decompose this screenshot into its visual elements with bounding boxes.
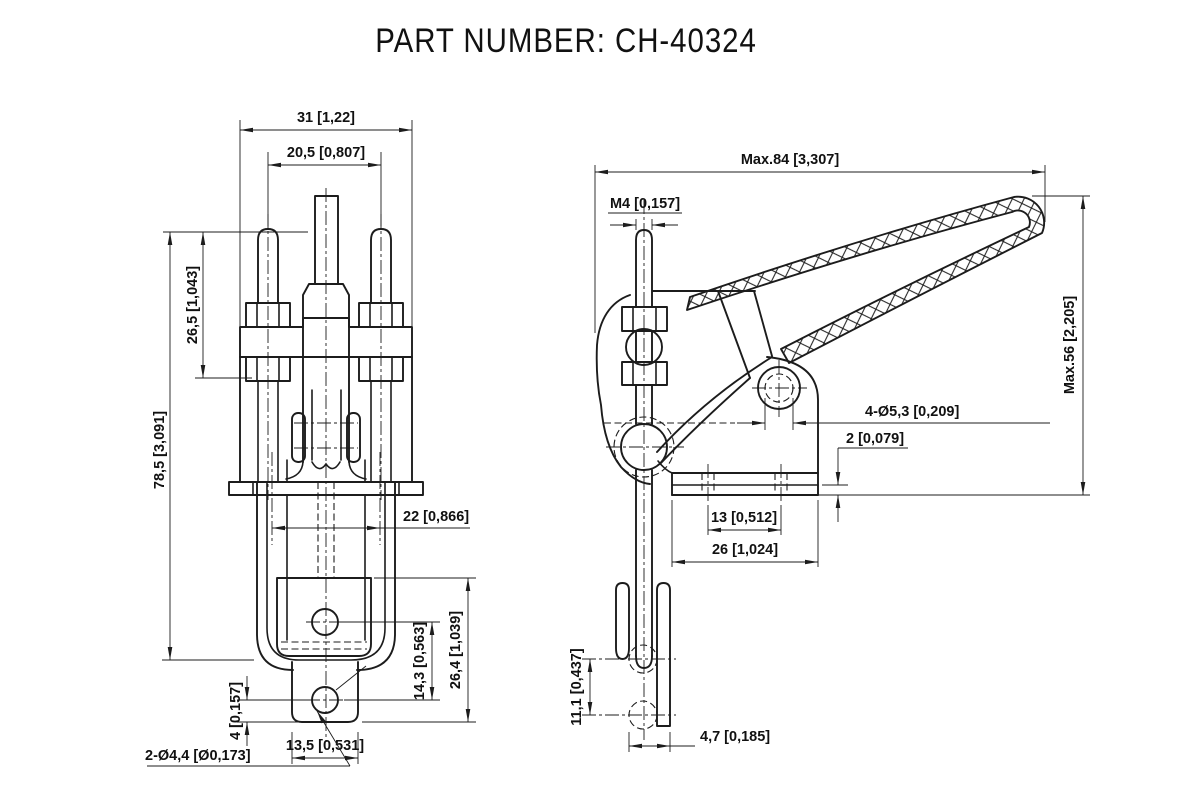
side-pivot xyxy=(620,423,668,471)
front-view: 31 [1,22] 20,5 [0,807] 26,5 [1,043] 78,5… xyxy=(145,110,476,767)
front-uframe-inner xyxy=(266,481,386,661)
side-hook-front-strip xyxy=(615,582,630,660)
side-lever-edge-upper xyxy=(656,356,773,453)
dim-hook-pitch: 11,1 [0,437] xyxy=(569,648,585,726)
dim-tab-width: 13,5 [0,531] xyxy=(286,738,364,754)
front-left-lower-nut xyxy=(245,356,291,382)
dim-hook-width: 4,7 [0,185] xyxy=(700,729,770,745)
dim-bottom-height: 26,4 [1,039] xyxy=(448,611,464,689)
side-handle-grip xyxy=(686,195,1046,364)
front-pivot-pin-left xyxy=(291,412,306,463)
dim-plate-step: 2 [0,079] xyxy=(846,431,904,447)
dim-height-total: 78,5 [3,091] xyxy=(152,411,168,489)
side-hook-rear-strip xyxy=(656,582,671,727)
side-clamp-arm-plate xyxy=(595,294,651,485)
front-uframe-outer-left xyxy=(256,481,294,671)
side-hook-wire-upper xyxy=(628,644,658,674)
dim-width-studs: 20,5 [0,807] xyxy=(287,145,365,161)
front-right-lower-nut xyxy=(358,356,404,382)
side-bracket-hole-boss xyxy=(757,366,801,410)
side-bracket-hole xyxy=(764,373,794,403)
part-number-title: PART NUMBER: CH-40324 xyxy=(375,21,757,60)
side-rod-bottom-cap xyxy=(635,655,653,669)
front-flange xyxy=(228,481,424,496)
dim-hole-edge: 4 [0,157] xyxy=(228,682,244,740)
side-mounting-bracket xyxy=(766,356,819,496)
front-clevis xyxy=(302,283,350,463)
thread-callout: M4 [0,157] xyxy=(610,196,680,212)
dim-width-outer: 31 [1,22] xyxy=(297,110,355,126)
side-ball-washer xyxy=(625,328,663,366)
dim-width-frame: 22 [0,866] xyxy=(403,509,469,525)
side-lower-nut xyxy=(621,361,668,386)
side-upper-nut xyxy=(621,306,668,332)
side-view: Max.84 [3,307] M4 [0,157] Max.56 [2,205]… xyxy=(569,152,1090,752)
front-upper-hole xyxy=(311,608,339,636)
front-lower-bracket xyxy=(276,577,372,657)
front-holes-callout: 2-Ø4,4 [Ø0,173] xyxy=(145,748,251,764)
front-uframe-outer-right xyxy=(356,481,396,671)
dim-hole-pitch: 13 [0,512] xyxy=(711,510,777,526)
front-pivot-pin-right xyxy=(346,412,361,463)
side-threaded-rod xyxy=(635,229,653,308)
dim-height-max: Max.56 [2,205] xyxy=(1062,296,1078,395)
side-hook-wire-lower xyxy=(628,700,658,730)
front-center-rod xyxy=(314,195,339,284)
dim-base-length: 26 [1,024] xyxy=(712,542,778,558)
front-right-stud xyxy=(370,228,392,304)
dim-height-stud: 26,5 [1,043] xyxy=(185,266,201,344)
dim-hole-spacing: 14,3 [0,563] xyxy=(412,622,428,700)
front-left-stud xyxy=(257,228,279,304)
dim-length-max: Max.84 [3,307] xyxy=(741,152,840,168)
side-holes-callout: 4-Ø5,3 [0,209] xyxy=(865,404,959,420)
